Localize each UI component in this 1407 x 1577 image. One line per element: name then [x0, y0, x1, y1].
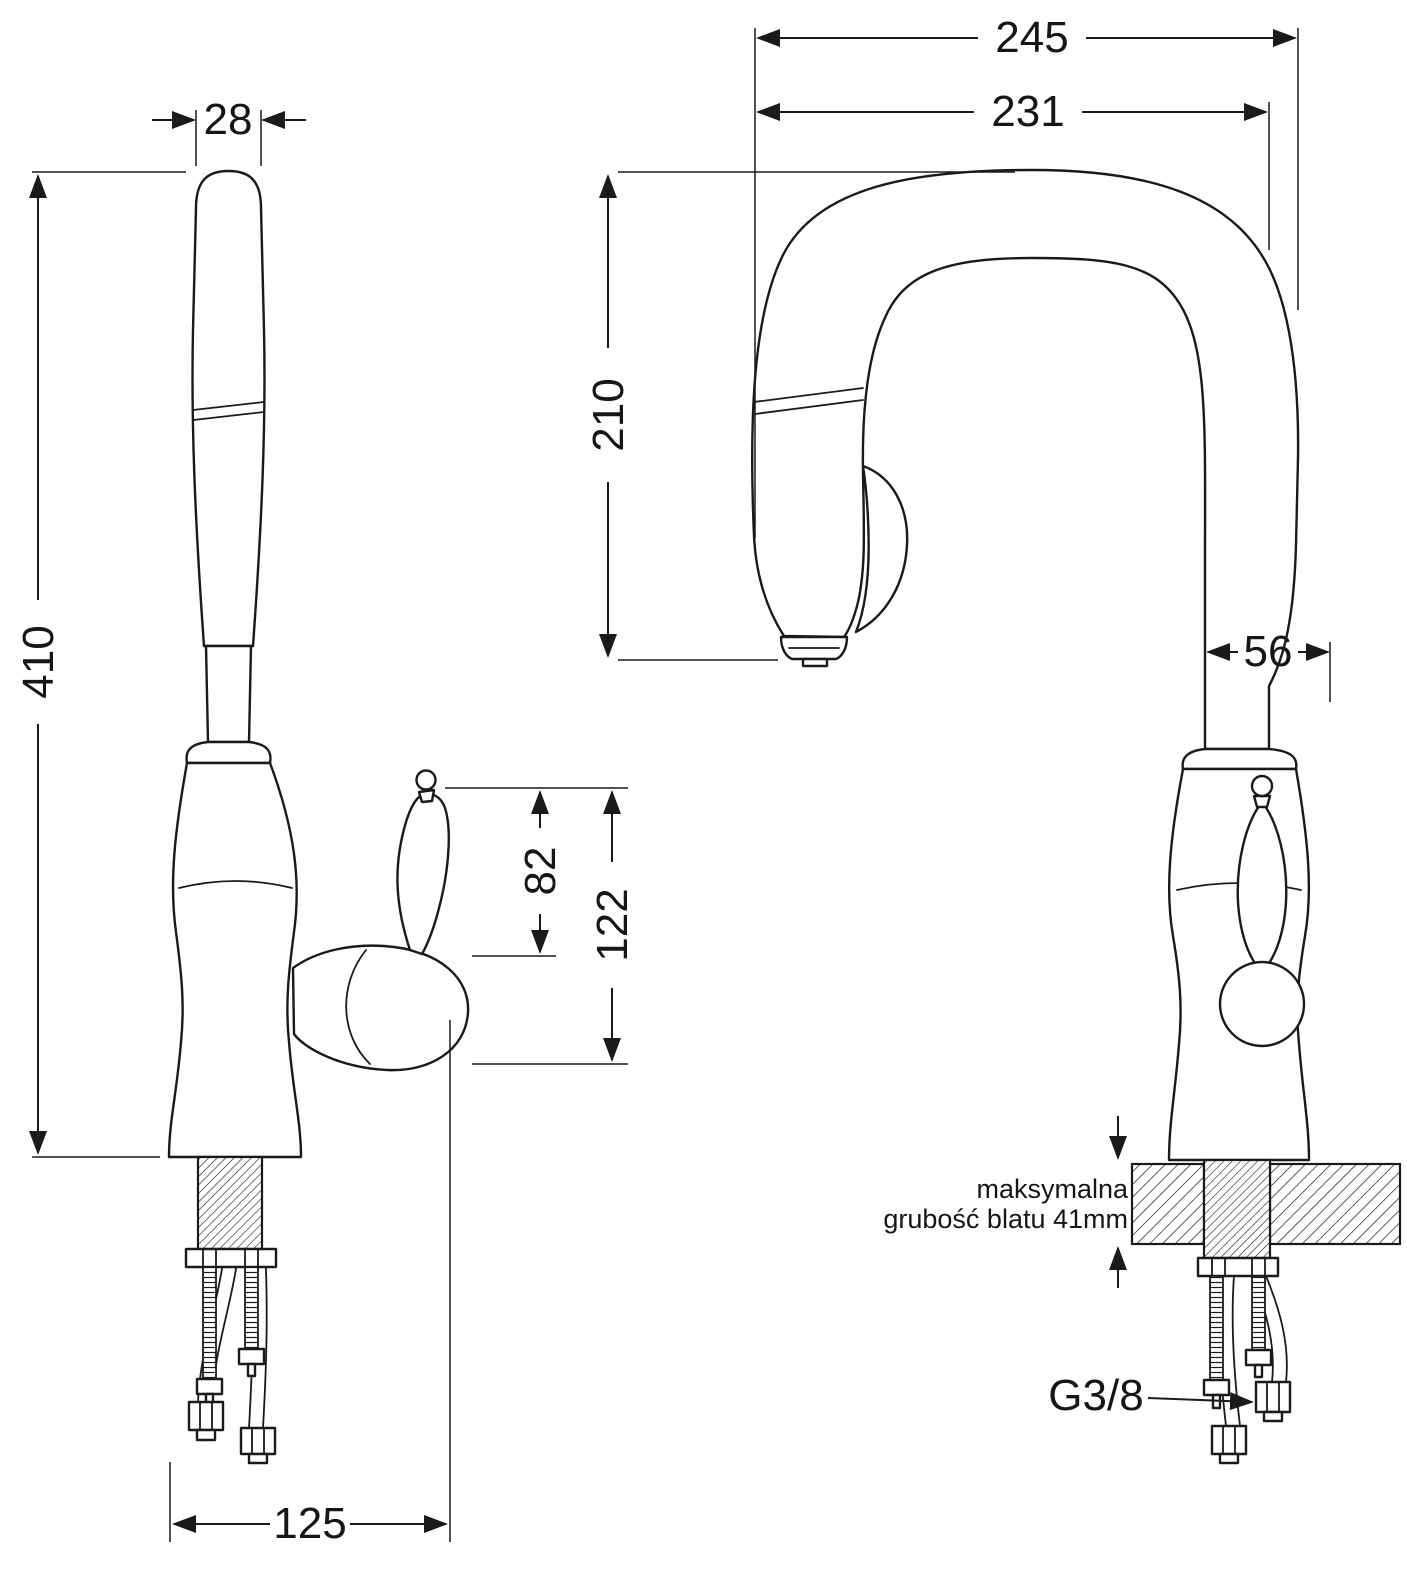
dim-body-offset: 56 — [1206, 627, 1331, 702]
handle-mount-detail — [345, 949, 371, 1065]
countertop-right — [1268, 1162, 1402, 1246]
handle-mount-bulb — [291, 944, 470, 1072]
flange-outline — [185, 740, 272, 765]
dim-handle-assembly-height: 122 — [472, 790, 637, 1065]
dim-label-125: 125 — [273, 1499, 346, 1548]
spout-seam-lines — [192, 401, 265, 421]
right-finial-neck — [1252, 794, 1272, 809]
dim-overall-width: 245 — [754, 13, 1299, 538]
handle-finial — [415, 769, 437, 791]
right-mounting-studs — [1202, 1275, 1273, 1410]
right-handle-pivot — [1218, 960, 1306, 1048]
countertop-thickness-note: maksymalna grubość blatu 41mm — [883, 1116, 1129, 1288]
dim-label-231: 231 — [991, 87, 1064, 136]
dim-label-210: 210 — [584, 378, 633, 451]
mounting-bracket — [184, 1247, 278, 1269]
dimensions: 28 410 82 122 125 — [14, 13, 1331, 1548]
neck-outline — [204, 644, 253, 744]
left-view — [167, 169, 470, 1465]
body-outline — [167, 761, 303, 1159]
right-hose-hex-nuts — [1210, 1380, 1292, 1465]
right-mounting-bracket — [1196, 1256, 1280, 1278]
right-flange — [1181, 747, 1298, 771]
dim-label-28: 28 — [204, 95, 253, 144]
threaded-shank — [196, 1155, 264, 1251]
hose-hex-nuts — [187, 1400, 277, 1465]
sprayhead-grip — [854, 464, 909, 634]
right-handle-finial — [1250, 774, 1274, 798]
countertop-left — [1130, 1162, 1206, 1246]
sprayhead-seam-lines — [753, 387, 864, 415]
right-threaded-shank — [1202, 1158, 1272, 1260]
dim-label-410: 410 — [14, 625, 63, 698]
dim-spout-reach: 231 — [756, 87, 1270, 250]
handle-lever — [396, 792, 450, 956]
dim-handle-height: 82 — [445, 787, 628, 957]
handle-finial-neck — [417, 788, 436, 804]
right-view — [750, 168, 1402, 1465]
dim-spout-height: 210 — [584, 171, 1015, 661]
dim-label-82: 82 — [516, 847, 565, 896]
dim-base-depth: 125 — [169, 1020, 451, 1548]
countertop-note-line1: maksymalna — [976, 1174, 1129, 1204]
right-body-outline — [1167, 767, 1311, 1162]
gooseneck-tube — [750, 168, 1300, 751]
spout-outline — [191, 169, 266, 648]
dim-label-245: 245 — [995, 13, 1068, 62]
body-waist-line — [178, 880, 293, 889]
dim-label-122: 122 — [588, 888, 637, 961]
countertop-note-line2: grubość blatu 41mm — [883, 1204, 1128, 1234]
dim-total-height: 410 — [14, 171, 186, 1158]
mounting-studs — [195, 1266, 266, 1410]
aerator-tip — [801, 657, 829, 668]
dim-label-56: 56 — [1244, 627, 1293, 676]
thread-label: G3/8 — [1048, 1371, 1143, 1420]
thread-callout: G3/8 — [1048, 1371, 1254, 1420]
dim-spout-top-width: 28 — [152, 95, 306, 166]
